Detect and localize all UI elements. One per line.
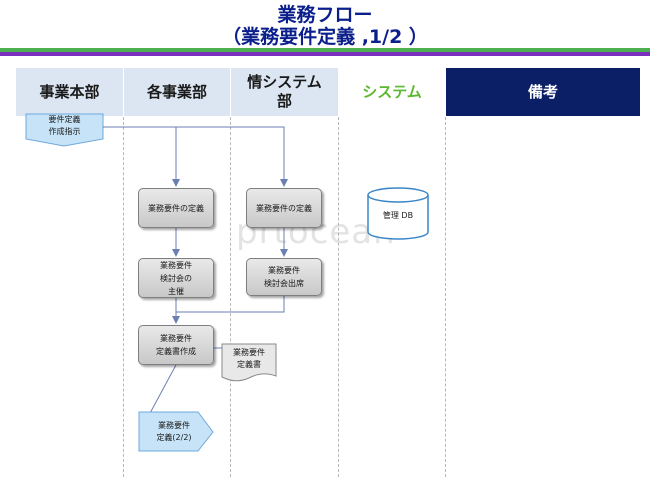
connector-attend-to-doc — [176, 296, 285, 313]
next-page-document-shape — [138, 411, 214, 452]
connector-start-to-it — [176, 126, 288, 187]
accent-bar-green — [0, 48, 650, 52]
database-icon — [367, 187, 429, 240]
process-host-review-meeting: 業務要件 検討会の 主催 — [138, 258, 214, 298]
process-define-requirements-it: 業務要件の定義 — [246, 188, 322, 228]
accent-bar-purple — [0, 52, 650, 56]
start-document-label: 要件定義 作成指示 — [48, 115, 81, 136]
database-label: 管理 DB — [382, 211, 414, 220]
output-document-label: 業務要件 定義書 — [233, 348, 265, 369]
column-header-it-dept: 情シス​テム 部 — [231, 68, 338, 116]
column-header-headquarters: 事業本部 — [16, 68, 123, 116]
process-create-requirements-doc: 業務要件 定義書作成 — [138, 325, 214, 365]
lane-divider-1 — [123, 117, 124, 477]
next-page-label: 業務要件 定義(2/2) — [156, 421, 192, 442]
column-header-system: システム — [339, 68, 445, 116]
start-document-shape — [25, 113, 104, 147]
column-header-notes: 備考 — [446, 68, 640, 116]
lane-divider-3 — [338, 117, 339, 477]
output-document-shape — [221, 343, 277, 382]
process-attend-review-meeting: 業務要件 検討会出席 — [246, 258, 322, 296]
process-define-requirements-divisions: 業務要件の定義 — [138, 188, 214, 228]
connector-start-to-divisions — [103, 126, 180, 187]
page-subtitle: （業務要件定義 ,1/2 ） — [222, 26, 428, 48]
lane-divider-4 — [445, 117, 446, 477]
page-title: 業務フロー — [277, 4, 373, 26]
lane-divider-2 — [230, 117, 231, 477]
column-header-divisions: 各事業部 — [124, 68, 230, 116]
